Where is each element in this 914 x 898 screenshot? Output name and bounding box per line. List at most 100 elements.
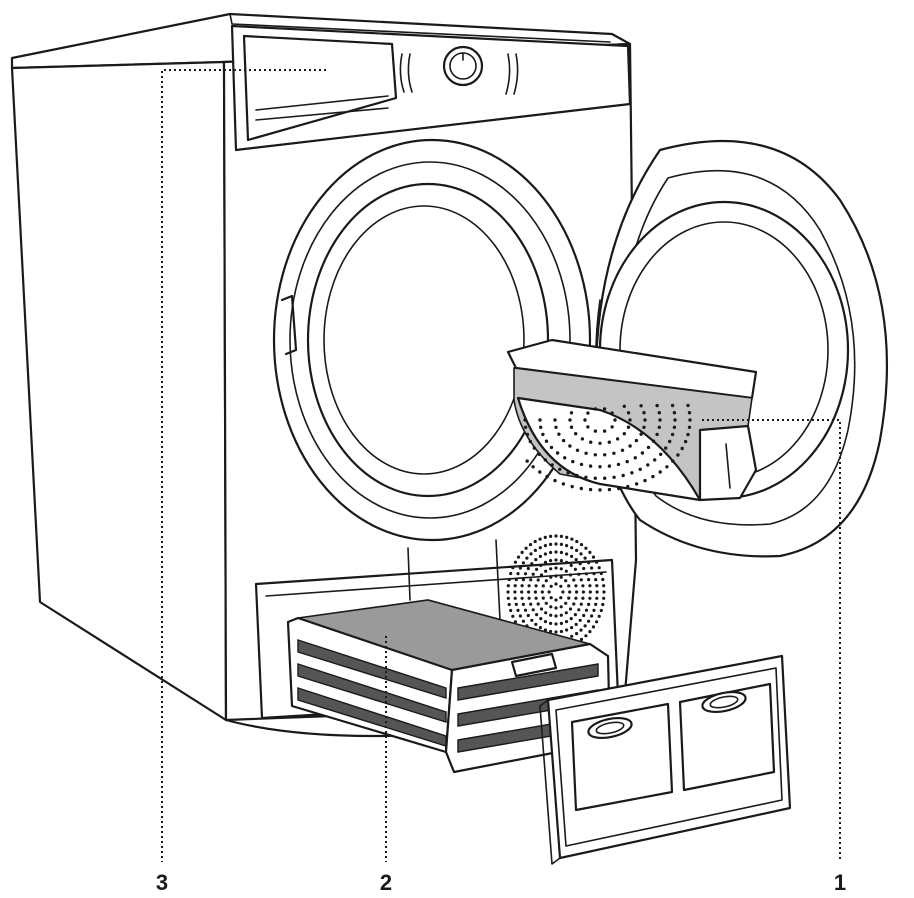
mesh-dot bbox=[531, 572, 535, 576]
mesh-dot bbox=[509, 608, 513, 613]
mesh-dot bbox=[589, 440, 593, 444]
filter-icon bbox=[506, 338, 758, 502]
mesh-dot bbox=[507, 602, 511, 607]
mesh-dot bbox=[569, 617, 573, 621]
mesh-dot bbox=[568, 573, 573, 577]
mesh-dot bbox=[543, 620, 548, 624]
mesh-dot bbox=[535, 567, 539, 572]
control-panel bbox=[230, 24, 632, 152]
heat-exchanger-cover-icon bbox=[539, 654, 792, 865]
mesh-dot bbox=[655, 403, 659, 408]
mesh-dot bbox=[538, 626, 543, 630]
mesh-dot bbox=[578, 562, 582, 566]
mesh-dot bbox=[588, 596, 592, 600]
mesh-dot bbox=[523, 418, 527, 422]
mesh-dot bbox=[598, 465, 602, 469]
mesh-dot bbox=[544, 569, 548, 573]
mesh-dot bbox=[549, 567, 553, 571]
mesh-dot bbox=[588, 584, 592, 588]
mesh-dot bbox=[516, 608, 520, 613]
mesh-dot bbox=[549, 550, 553, 555]
mesh-dot bbox=[686, 432, 690, 437]
mesh-dot bbox=[564, 620, 569, 624]
water-container-drawer bbox=[242, 34, 398, 142]
mesh-dot bbox=[538, 418, 542, 422]
mesh-dot bbox=[591, 625, 596, 629]
mesh-dot bbox=[597, 566, 601, 570]
mesh-dot bbox=[549, 559, 553, 563]
mesh-dot bbox=[554, 630, 558, 634]
mesh-dot bbox=[573, 613, 578, 617]
mesh-dot bbox=[595, 596, 599, 600]
mesh-dot bbox=[539, 563, 543, 568]
mesh-dot bbox=[575, 590, 579, 594]
mesh-dot bbox=[688, 418, 692, 422]
mesh-dot bbox=[541, 596, 545, 600]
mesh-dot bbox=[651, 439, 656, 443]
mesh-dot bbox=[603, 476, 607, 480]
mesh-dot bbox=[554, 550, 558, 554]
mesh-dot bbox=[575, 632, 579, 636]
mesh-dot bbox=[626, 411, 631, 415]
mesh-dot bbox=[643, 418, 647, 422]
mesh-dot bbox=[575, 448, 580, 452]
mesh-dot bbox=[628, 444, 632, 448]
mesh-dot bbox=[615, 437, 620, 441]
mesh-dot bbox=[528, 543, 533, 547]
mesh-dot bbox=[543, 560, 548, 565]
mesh-dot bbox=[594, 578, 598, 582]
mesh-dot bbox=[568, 590, 572, 594]
mesh-dot bbox=[561, 590, 565, 594]
mesh-dot bbox=[554, 598, 558, 602]
mesh-dot bbox=[581, 584, 585, 588]
mesh-dot bbox=[535, 613, 539, 617]
mesh-dot bbox=[511, 614, 515, 618]
mesh-dot bbox=[565, 628, 569, 632]
mesh-dot bbox=[581, 590, 586, 594]
mesh-dot bbox=[554, 542, 558, 546]
mesh-dot bbox=[587, 561, 591, 565]
mesh-dot bbox=[541, 584, 545, 588]
mesh-dot bbox=[686, 403, 690, 408]
mesh-dot bbox=[565, 544, 569, 548]
mesh-dot bbox=[642, 425, 646, 429]
mesh-dot bbox=[559, 629, 564, 634]
mesh-dot bbox=[612, 475, 616, 479]
mesh-dot bbox=[582, 613, 586, 618]
mesh-dot bbox=[643, 478, 647, 483]
mesh-dot bbox=[549, 575, 553, 579]
mesh-dot bbox=[539, 617, 543, 621]
callout-label-1: 1 bbox=[834, 870, 846, 895]
leader-line-1 bbox=[702, 419, 841, 862]
mesh-dot bbox=[511, 566, 515, 570]
mesh-dot bbox=[651, 474, 655, 479]
mesh-dot bbox=[539, 573, 544, 577]
mesh-dot bbox=[607, 440, 611, 444]
mesh-dot bbox=[573, 567, 578, 572]
mesh-dot bbox=[513, 584, 517, 588]
mesh-dot bbox=[513, 590, 517, 594]
mesh-dot bbox=[584, 546, 588, 550]
mesh-dot bbox=[568, 444, 572, 448]
mesh-dot bbox=[579, 602, 583, 606]
mesh-dot bbox=[566, 471, 570, 475]
mesh-dot bbox=[557, 432, 561, 436]
mesh-dot bbox=[559, 559, 564, 563]
mesh-dot bbox=[559, 575, 563, 579]
mesh-dot bbox=[575, 473, 579, 478]
mesh-dot bbox=[554, 558, 558, 562]
mesh-dot bbox=[564, 579, 568, 583]
mesh-dot bbox=[549, 445, 554, 450]
mesh-dot bbox=[587, 578, 591, 582]
mesh-dot bbox=[543, 535, 547, 540]
mesh-dot bbox=[599, 608, 603, 613]
mesh-dot bbox=[655, 432, 659, 437]
mesh-dot bbox=[659, 452, 663, 456]
mesh-dot bbox=[543, 544, 548, 548]
mesh-dot bbox=[593, 453, 597, 457]
mesh-dot bbox=[534, 558, 538, 562]
mesh-dot bbox=[518, 566, 523, 570]
mesh-dot bbox=[579, 552, 583, 556]
mesh-dot bbox=[638, 467, 642, 471]
mesh-dot bbox=[530, 562, 534, 566]
